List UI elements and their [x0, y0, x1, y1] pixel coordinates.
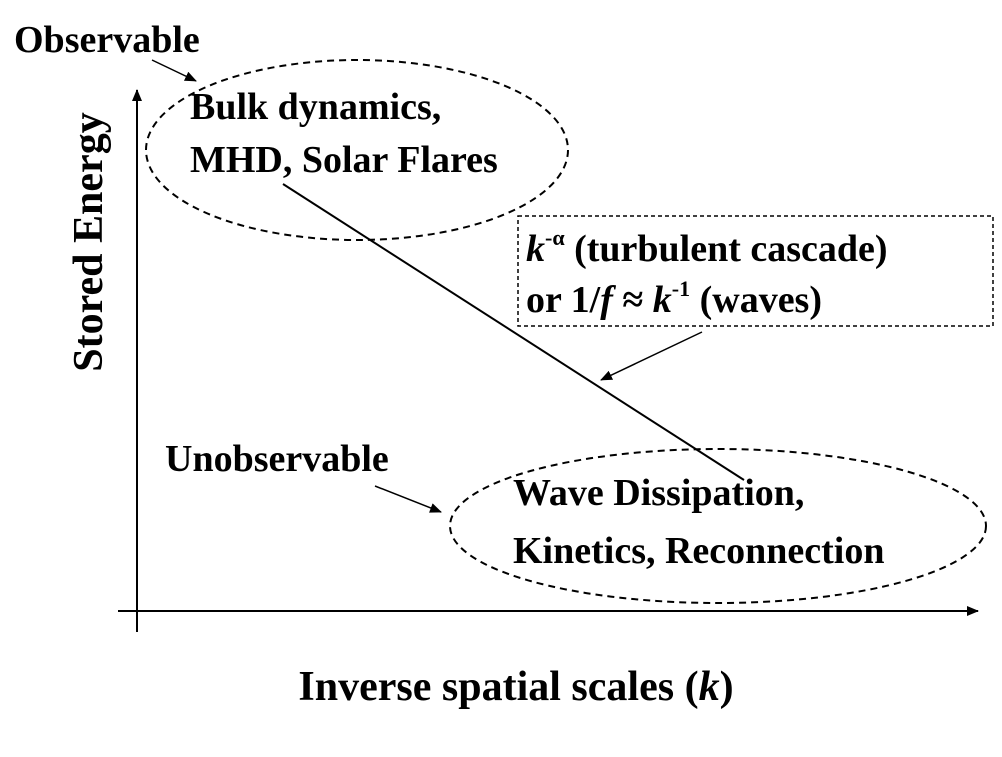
unobservable-pointer [374, 485, 442, 513]
annotation-line2: or 1/f ≈ k-1 (waves) [526, 276, 822, 321]
bottom-region-ellipse [449, 448, 987, 604]
y-axis-label: Stored Energy [66, 112, 112, 371]
bottom-region-line1: Wave Dissipation, [513, 472, 804, 514]
observable-pointer [151, 59, 197, 82]
top-region-line2: MHD, Solar Flares [190, 139, 498, 181]
annotation-box [517, 215, 994, 327]
top-region-ellipse [145, 59, 569, 241]
cascade-line [282, 183, 745, 481]
top-region-line1: Bulk dynamics, [190, 86, 441, 128]
unobservable-label: Unobservable [165, 438, 389, 480]
annotation-pointer [600, 331, 703, 381]
observable-label: Observable [14, 19, 200, 61]
x-axis-label: Inverse spatial scales (k) [298, 664, 733, 710]
bottom-region-line2: Kinetics, Reconnection [513, 530, 885, 572]
annotation-line1: k-α (turbulent cascade) [526, 225, 888, 270]
